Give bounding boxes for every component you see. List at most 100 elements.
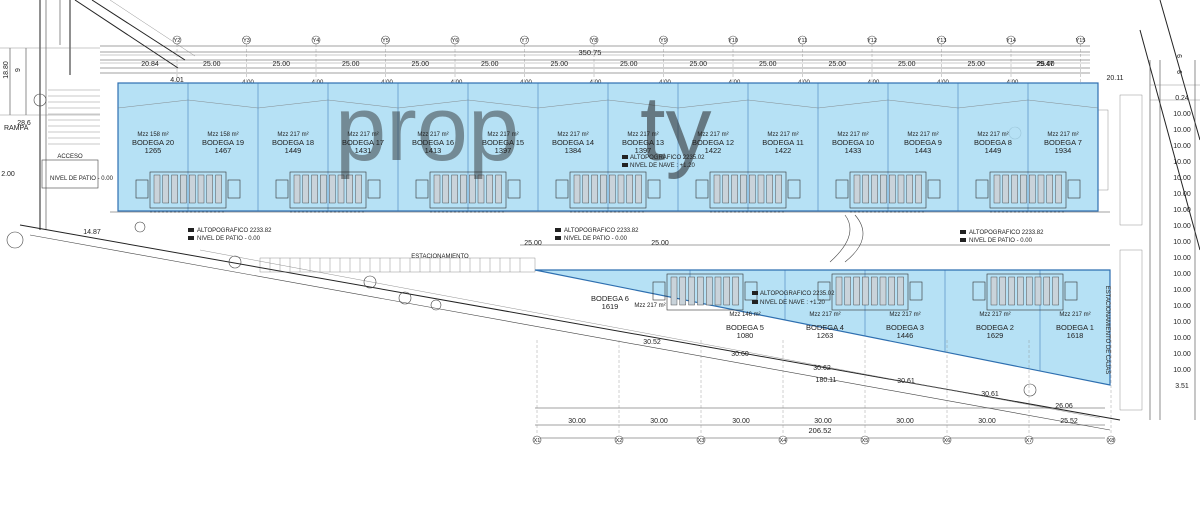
bodega-name: BODEGA 9 (904, 138, 942, 147)
grid-bubble (614, 435, 624, 445)
middle-dim-2: 25.00 (651, 240, 669, 247)
note-right: ALTOPOGRAFICO 2233.82 NIVEL DE PATIO - 0… (960, 230, 1044, 244)
svg-text:ALTOPOGRAFICO 2235.02: ALTOPOGRAFICO 2235.02 (630, 155, 705, 161)
bodega-name: BODEGA 18 (272, 138, 314, 147)
right-dim: 9 (1177, 54, 1184, 58)
bodega-mzz: Mzz 217 m² (907, 132, 938, 138)
top-segment-dim: 25.00 (411, 61, 429, 68)
bodega-name: BODEGA 19 (202, 138, 244, 147)
right-parking (1097, 94, 1143, 411)
right-dim: 10.00 (1173, 303, 1191, 310)
right-dim: 10.00 (1173, 335, 1191, 342)
loading-dock (817, 273, 923, 311)
bottom-diag-dim-1: 30.60 (731, 351, 749, 358)
top-segment-dim: 25.00 (203, 61, 221, 68)
top-total-dim: 350.75 (579, 48, 602, 57)
bodega-name: BODEGA 11 (762, 138, 804, 147)
svg-text:NIVEL DE NAVE : +1.20: NIVEL DE NAVE : +1.20 (630, 163, 696, 169)
left-nivel-label: NIVEL DE PATIO - 0.00 (50, 176, 114, 182)
middle-dim-1: 25.00 (524, 240, 542, 247)
middle-parking (259, 257, 536, 273)
svg-text:NIVEL DE NAVE : +1.20: NIVEL DE NAVE : +1.20 (760, 300, 826, 306)
left-dim-2: 28.6 (17, 120, 31, 127)
grid-bubble (242, 35, 251, 45)
bodega-area: 1619 (602, 302, 619, 311)
grid-label-bottom: X2 (616, 438, 623, 444)
right-dim: 10.00 (1173, 207, 1191, 214)
bottom-segment-dim: 30.00 (732, 418, 750, 425)
bodega-mzz: Mzz 217 m² (347, 132, 378, 138)
loading-dock (652, 273, 758, 311)
bodega-mzz: Mzz 217 m² (634, 303, 665, 309)
bodega-area: 1934 (1055, 146, 1072, 155)
bodega-name: BODEGA 1 (1056, 323, 1094, 332)
top-segment-dim: 25.00 (481, 61, 499, 68)
grid-label-top: Y15 (1076, 38, 1086, 44)
bodega-mzz: Mzz 217 m² (767, 132, 798, 138)
note-bottom: ALTOPOGRAFICO 2235.02 NIVEL DE NAVE : +1… (752, 291, 835, 306)
right-dim: 10.00 (1173, 319, 1191, 326)
grid-label-bottom: X7 (1026, 438, 1033, 444)
grid-bubble (1106, 435, 1116, 445)
grid-label-top: Y12 (867, 38, 877, 44)
grid-label-bottom: X8 (1108, 438, 1115, 444)
svg-text:ALTOPOGRAFICO 2233.82: ALTOPOGRAFICO 2233.82 (197, 228, 272, 234)
grid-label-top: Y14 (1006, 38, 1016, 44)
rampa-label: RAMPA (4, 125, 29, 132)
bottom-diag-dim-5: 26.06 (1055, 403, 1073, 410)
bodega-area: 1265 (145, 146, 162, 155)
right-dim: 10.00 (1173, 239, 1191, 246)
loading-dock (695, 171, 801, 213)
grid-bubble (1006, 35, 1016, 45)
bottom-dimensions: 30.52 30.60 30.62 30.61 30.61 26.06 180.… (532, 339, 1116, 445)
right-dimensions: 990.2410.0010.0010.0010.0010.0010.0010.0… (1173, 54, 1191, 390)
site-linework (0, 0, 1200, 439)
top-segment-dim: 25.00 (550, 61, 568, 68)
svg-text:NIVEL DE PATIO - 0.00: NIVEL DE PATIO - 0.00 (969, 238, 1033, 244)
bodega-area: 1080 (737, 331, 754, 340)
estacionamiento-cajas-label: ESTACIONAMIENTO DE CAJAS (1104, 286, 1110, 374)
svg-text:NIVEL DE PATIO - 0.00: NIVEL DE PATIO - 0.00 (564, 236, 628, 242)
bodega-area: 1397 (635, 146, 652, 155)
left-dim-3: 2.00 (1, 171, 15, 178)
right-dim: 10.00 (1173, 367, 1191, 374)
loading-dock (275, 171, 381, 213)
top-right-offset: 20.11 (1107, 75, 1124, 82)
bodega-mzz: Mzz 217 m² (1047, 132, 1078, 138)
bodega-mzz: Mzz 217 m² (627, 132, 658, 138)
right-dim: 10.00 (1173, 175, 1191, 182)
grid-label-top: Y5 (382, 38, 389, 44)
bodega-name: BODEGA 8 (974, 138, 1012, 147)
grid-bubble (728, 35, 738, 45)
bodega-mzz: Mzz 217 m² (417, 132, 448, 138)
note-left: ALTOPOGRAFICO 2233.82 NIVEL DE PATIO - 0… (188, 228, 272, 242)
bodega-area: 1618 (1067, 331, 1084, 340)
grid-bubble (659, 35, 668, 45)
bottom-segment-dim: 30.00 (650, 418, 668, 425)
grid-bubble (696, 435, 706, 445)
grid-bubble (798, 35, 807, 45)
bodega-mzz: Mzz 217 m² (697, 132, 728, 138)
grid-label-top: Y11 (798, 38, 807, 44)
bodega-area: 1446 (897, 331, 914, 340)
grid-bubble (172, 35, 182, 45)
svg-text:ALTOPOGRAFICO 2233.82: ALTOPOGRAFICO 2233.82 (969, 230, 1044, 236)
grid-label-bottom: X3 (698, 438, 705, 444)
grid-label-top: Y13 (937, 38, 947, 44)
svg-text:NIVEL DE PATIO - 0.00: NIVEL DE PATIO - 0.00 (197, 236, 261, 242)
right-dim: 10.00 (1173, 287, 1191, 294)
bodega-name: BODEGA 5 (726, 323, 764, 332)
bodega-mzz: Mzz 217 m² (977, 132, 1008, 138)
bodega-mzz: Mzz 217 m² (487, 132, 518, 138)
bodega-name: BODEGA 10 (832, 138, 874, 147)
right-dim: 10.00 (1173, 159, 1191, 166)
top-segment-dim: 25.00 (967, 61, 985, 68)
bodega-mzz: Mzz 217 m² (557, 132, 588, 138)
bodega-name: BODEGA 14 (552, 138, 594, 147)
loading-dock (975, 171, 1081, 213)
bodega-mzz: Mzz 158 m² (207, 132, 238, 138)
bodega-area: 1449 (985, 146, 1002, 155)
left-dim-0: 18.80 (3, 61, 10, 79)
